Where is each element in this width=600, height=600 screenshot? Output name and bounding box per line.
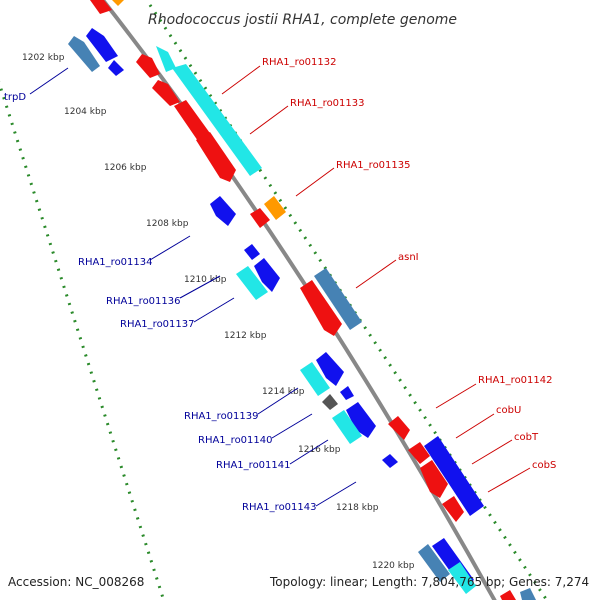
gene-feature-steel[interactable] — [418, 544, 450, 582]
gene-feature-cyan[interactable] — [172, 64, 262, 176]
label-leader-line — [221, 65, 261, 95]
gene-feature-blue[interactable] — [424, 436, 484, 516]
gene-label[interactable]: RHA1_ro01141 — [216, 460, 291, 471]
gene-feature-red[interactable] — [500, 590, 516, 600]
tick-label: 1220 kbp — [372, 561, 415, 571]
gene-label[interactable]: RHA1_ro01142 — [478, 375, 553, 386]
gene-feature-cyan[interactable] — [236, 266, 268, 300]
label-leader-line — [29, 67, 69, 95]
gene-feature-blue[interactable] — [382, 454, 398, 468]
tick-label: 1208 kbp — [146, 219, 189, 229]
label-leader-line — [435, 383, 477, 409]
gene-feature-steel[interactable] — [314, 268, 362, 330]
label-leader-line — [471, 439, 513, 465]
gene-label-text-left: trpD RHA1_ro01134 RHA1_ro01136 RHA1_ro01… — [4, 92, 317, 513]
gene-feature-blue[interactable] — [340, 386, 354, 400]
tick-label: 1202 kbp — [22, 53, 65, 63]
gene-feature-red[interactable] — [90, 0, 112, 14]
label-leader-line — [271, 413, 313, 439]
gene-label[interactable]: cobT — [514, 432, 539, 443]
tick-label: 1218 kbp — [336, 503, 379, 513]
gene-feature-blue[interactable] — [210, 196, 236, 226]
gene-label[interactable]: RHA1_ro01137 — [120, 319, 195, 330]
tick-label: 1206 kbp — [104, 163, 147, 173]
gene-feature-steel[interactable] — [520, 588, 536, 600]
tick-label: 1210 kbp — [184, 275, 227, 285]
topology-text: Topology: linear; Length: 7,804,765 bp; … — [269, 575, 589, 589]
gene-label-text-right: RHA1_ro01132 RHA1_ro01133 RHA1_ro01135 a… — [262, 57, 556, 471]
gene-labels-left — [29, 67, 357, 507]
label-leader-line — [295, 167, 335, 197]
gene-feature-red[interactable] — [152, 80, 180, 106]
gene-label[interactable]: RHA1_ro01139 — [184, 411, 259, 422]
gene-feature-cyan[interactable] — [300, 362, 330, 396]
gene-feature-red[interactable] — [174, 100, 212, 144]
gene-label[interactable]: RHA1_ro01143 — [242, 502, 317, 513]
label-leader-line — [257, 387, 299, 415]
gene-feature-orange[interactable] — [264, 196, 286, 220]
gene-label[interactable]: RHA1_ro01136 — [106, 296, 181, 307]
label-leader-line — [149, 235, 191, 261]
label-leader-line — [355, 259, 397, 289]
tick-label: 1214 kbp — [262, 387, 305, 397]
gene-feature-cyan[interactable] — [448, 562, 476, 594]
gene-feature-red[interactable] — [250, 208, 270, 228]
gene-feature-blue[interactable] — [254, 258, 280, 292]
gene-feature-blue[interactable] — [108, 60, 124, 76]
gene-label[interactable]: cobS — [532, 460, 556, 471]
gene-feature-red[interactable] — [196, 132, 236, 182]
gene-labels-right — [221, 65, 531, 493]
label-leader-line — [455, 413, 495, 439]
left-tick-line — [0, 80, 166, 600]
gene-label[interactable]: RHA1_ro01133 — [290, 98, 365, 109]
gene-feature-blue[interactable] — [346, 402, 376, 438]
gene-feature-blue[interactable] — [316, 352, 344, 386]
label-leader-line — [249, 105, 289, 135]
tick-label: 1216 kbp — [298, 445, 341, 455]
gene-label[interactable]: cobU — [496, 405, 521, 416]
label-leader-line — [315, 481, 357, 507]
gene-label[interactable]: trpD — [4, 92, 26, 103]
gene-feature-cyan[interactable] — [332, 410, 362, 444]
gene-feature-blue[interactable] — [244, 244, 260, 260]
gene-feature-red[interactable] — [420, 460, 448, 498]
gene-feature-red[interactable] — [136, 54, 160, 78]
gene-features — [68, 0, 536, 600]
genome-title: Rhodococcus jostii RHA1, complete genome — [148, 12, 457, 28]
gene-label[interactable]: RHA1_ro01134 — [78, 257, 153, 268]
gene-label[interactable]: RHA1_ro01132 — [262, 57, 337, 68]
tick-labels: 1202 kbp 1204 kbp 1206 kbp 1208 kbp 1210… — [22, 53, 415, 571]
gene-feature-orange[interactable] — [112, 0, 124, 6]
gene-feature-red[interactable] — [388, 416, 410, 440]
tick-label: 1212 kbp — [224, 331, 267, 341]
label-leader-line — [193, 297, 235, 323]
gene-label[interactable]: RHA1_ro01135 — [336, 160, 411, 171]
gene-feature-gray[interactable] — [322, 394, 338, 410]
accession-text: Accession: NC_008268 — [8, 575, 144, 589]
gene-label[interactable]: RHA1_ro01140 — [198, 435, 273, 446]
gene-feature-red[interactable] — [300, 280, 342, 336]
gene-label[interactable]: asnI — [398, 252, 419, 263]
gene-feature-blue[interactable] — [86, 28, 118, 62]
gene-feature-red[interactable] — [442, 496, 464, 522]
label-leader-line — [487, 467, 531, 493]
label-leader-line — [179, 275, 221, 299]
gene-feature-red[interactable] — [408, 442, 430, 464]
tick-label: 1204 kbp — [64, 107, 107, 117]
gene-feature-cyan[interactable] — [156, 46, 176, 72]
gene-feature-steel[interactable] — [68, 36, 100, 72]
label-leader-line — [289, 439, 329, 465]
